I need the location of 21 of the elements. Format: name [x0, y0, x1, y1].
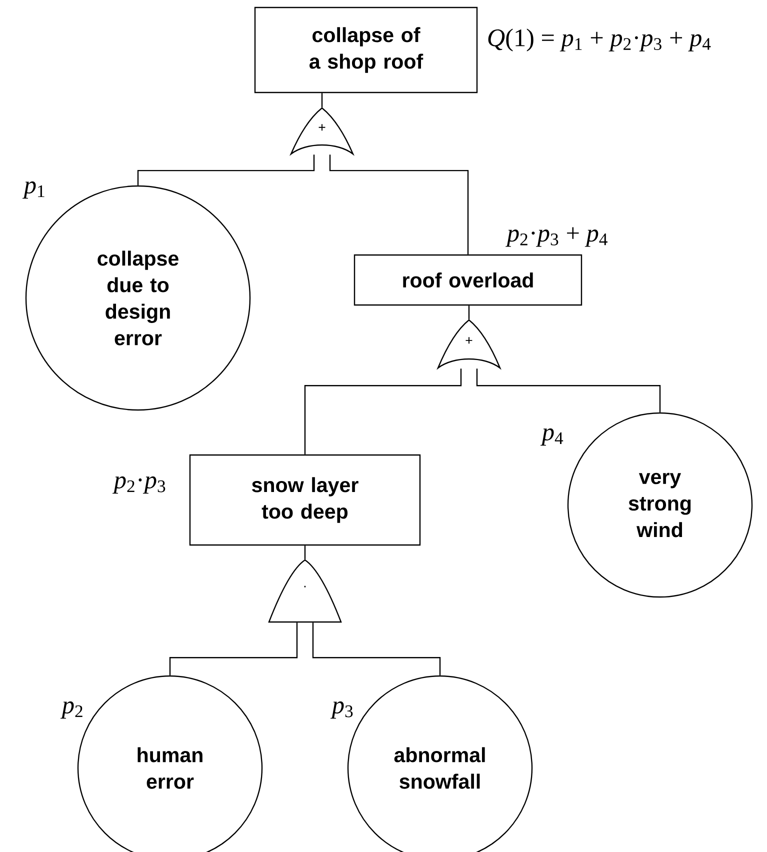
probability-label: p$_{4}$: [540, 428, 564, 446]
or-gate: +: [437, 319, 501, 369]
probability-label: p$_{3}$: [330, 701, 353, 719]
connector-line: [304, 546, 306, 560]
and-gate: ·: [268, 559, 342, 623]
event-box: collapse of a shop roof: [254, 6, 478, 94]
connector-line: [329, 154, 469, 254]
probability-label: p$_{2}$: [60, 701, 82, 719]
connector-line: [321, 93, 323, 108]
probability-label: p$_{2}$·p$_{3}$: [112, 476, 166, 494]
connector-line: [304, 368, 462, 454]
connector-line: [476, 368, 661, 412]
or-gate: +: [290, 107, 354, 155]
connector-line: [137, 154, 315, 186]
probability-label: Q(1) = p$_{1}$ + p$_{2}$·p$_{3}$ + p$_{4}$: [488, 28, 711, 52]
probability-label: p$_{2}$·p$_{3}$ + p$_{4}$: [505, 227, 608, 247]
event-box: snow layer too deep: [189, 454, 421, 546]
connector-line: [169, 622, 298, 676]
connector-line: [468, 306, 470, 320]
event-box: roof overload: [354, 254, 582, 306]
connector-line: [312, 622, 441, 676]
